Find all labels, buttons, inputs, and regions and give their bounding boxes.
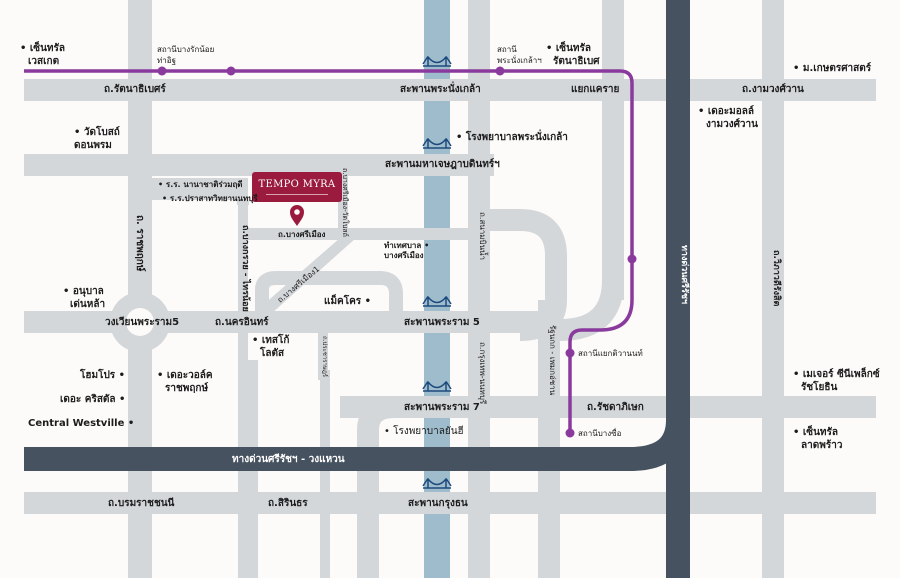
road-makro-curve <box>255 271 403 330</box>
road-ratanathibet <box>24 79 876 101</box>
metro-stations <box>157 66 637 438</box>
poi-wat-bot-don-phrom[interactable]: วัดโบสถ์ <box>74 126 120 139</box>
logo-underline <box>266 194 328 195</box>
road-maha-chesadabodindranusorn <box>24 154 494 176</box>
poi-kasetsart[interactable]: ม.เกษตรศาสตร์ <box>793 62 871 75</box>
road-sanambinnam-loop <box>478 209 567 341</box>
station-label-yaek-tiwanon: สถานีแยกติวานนท์ <box>578 349 643 358</box>
station-dot-icon[interactable] <box>226 66 236 76</box>
bridge-icon <box>422 296 452 307</box>
road-label-krung-thon-bridge: สะพานกรุงธน <box>408 498 468 509</box>
road-label-borommaratchachonnani: ถ.บรมราชชนนี <box>108 498 175 509</box>
poi-school-prasat[interactable]: ร.ร.ปราสาทวิทยานนทบุรี <box>162 193 258 204</box>
road-borommaratchachonnani <box>24 492 876 514</box>
poi-major-cineplex-ratchayothin-2: รัชโยธิน <box>801 382 838 393</box>
tempo-myra-logo[interactable]: TEMPO MYRA <box>252 172 342 202</box>
road-pracharat-low <box>320 370 330 578</box>
bridges <box>422 56 452 489</box>
road-label-pracharat: ถ.ประชาราษฎร์ <box>321 336 328 378</box>
roads <box>24 0 876 578</box>
road-label-ratchadaphisek: ถ.รัชดาภิเษก <box>587 402 644 413</box>
road-khae-rai-loop <box>559 180 624 341</box>
road-label-ratchaphruek: ถ. ราชพฤกษ์ <box>134 215 145 272</box>
poi-central-westgate-2: เวสเกต <box>28 56 60 67</box>
poi-the-crystal[interactable]: เดอะ คริสตัล <box>60 393 125 406</box>
purple-line-metro <box>24 69 634 434</box>
station-dot-icon[interactable] <box>565 428 575 438</box>
poi-central-ladprao-2: ลาดพร้าว <box>801 440 843 451</box>
road-label-si-rat-wongwaen: ทางด่วนศรีรัชฯ - วงแหวน <box>232 454 345 465</box>
bridge-icon <box>422 478 452 489</box>
poi-tesco-lotus-2: โลตัส <box>260 348 285 359</box>
road-pracharat-left <box>318 330 328 380</box>
poi-central-ladprao[interactable]: เซ็นทรัล <box>793 426 838 439</box>
roundabout-center <box>126 308 154 336</box>
poi-the-walk-ratchaphruek[interactable]: เดอะวอล์ค <box>157 369 213 382</box>
poi-bang-si-mueang-municipality[interactable]: ทำเทศบาล <box>384 240 429 251</box>
road-label-si-rat-expressway: ทางด่วนศรีรัชฯ <box>679 245 689 304</box>
expressway-si-rat-vertical <box>666 0 690 578</box>
road-label-wongwian-rama5: วงเวียนพระราม5 <box>105 317 180 328</box>
road-bang-kruai-sai-noi <box>238 200 248 578</box>
expressway <box>24 0 690 578</box>
poi-wat-bot-don-phrom-2: ดอนพรม <box>74 140 112 151</box>
road-label-bang-si-mueang: ถ.บางศรีเมือง <box>278 230 326 239</box>
poi-makro[interactable]: แม็คโคร <box>324 295 371 308</box>
road-label-bang-kruai-sai-noi: ถ.บางกรวย - ไทรน้อย <box>240 225 250 312</box>
road-label-nakhon-in: ถ.นครอินทร์ <box>215 317 269 328</box>
poi-phra-nang-klao-hospital[interactable]: โรงพยาบาลพระนั่งเกล้า <box>456 131 568 144</box>
poi-the-mall-ngamwongwan[interactable]: เดอะมอลล์ <box>698 105 754 118</box>
expressway-si-rat-wongwaen <box>24 419 690 471</box>
road-bang-si-mueang <box>248 228 478 240</box>
poi-the-mall-ngamwongwan-2: งามวงศ์วาน <box>706 119 759 130</box>
station-label-phra-nang-klao-2: พระนั่งเกล้าฯ <box>497 56 542 65</box>
location-pin-icon[interactable] <box>290 205 304 226</box>
poi-bang-si-mueang-municipality-2: บางศรีเมือง <box>384 251 424 260</box>
road-bang-si-mueang-wat-bot <box>338 165 348 235</box>
station-dot-icon[interactable] <box>627 254 637 264</box>
road-label-bang-si-mueang-wat-bot: ถ.บางศรีเมือง-วัดโบสถ์ <box>341 168 349 237</box>
poi-school-nanachat[interactable]: ร.ร. นานาชาติร่วมฤดี <box>158 179 243 190</box>
station-label-phra-nang-klao-1: สถานี <box>497 45 517 54</box>
poi-central-westgate[interactable]: เซ็นทรัล <box>20 42 65 55</box>
road-label-rama7-bridge: สะพานพระราม 7 <box>404 402 480 413</box>
poi-homepro[interactable]: โฮมโปร <box>80 369 125 382</box>
bridge-icon <box>422 138 452 149</box>
poi-yanhee-hospital[interactable]: โรงพยาบาลยันฮี <box>384 425 464 438</box>
station-dot-icon[interactable] <box>157 66 167 76</box>
road-label-vibhavadi: ถ.วิภาวดีรังสิต <box>771 250 781 307</box>
station-label-bang-rak-noi-tha-it: สถานีบางรักน้อยท่าอิฐ <box>157 45 215 65</box>
road-rama7-curve <box>357 396 396 578</box>
road-label-maha-chesadabodindranusorn: สะพานมหาเจษฎาบดินทร์ฯ <box>385 159 500 170</box>
logo-text: TEMPO MYRA <box>258 179 336 190</box>
road-label-khae-rai: แยกแคราย <box>571 84 620 95</box>
poi-central-westville[interactable]: Central Westville <box>28 417 134 430</box>
road-label-sirindhorn: ถ.สิรินธร <box>268 498 308 509</box>
road-label-krungthep-nonthaburi: ถ.กรุงเทพ-นนทบุรี <box>478 342 487 405</box>
poi-anuban-ton-la-2: เด่นหล้า <box>70 299 106 310</box>
bridge-icon <box>422 381 452 392</box>
road-label-ngamwongwan: ถ.งามวงศ์วาน <box>742 84 804 95</box>
road-sanambinnam <box>468 0 490 578</box>
poi-anuban-ton-la[interactable]: อนุบาล <box>63 285 104 298</box>
road-label-prachachuen: รัฐนกก - เพมกอ่ชาน <box>548 325 557 396</box>
road-vibhavadi <box>762 0 784 578</box>
road-label-ratanathibet: ถ.รัตนาธิเบศร์ <box>104 84 166 95</box>
road-label-phra-nang-klao-bridge: สะพานพระนั่งเกล้า <box>400 84 481 95</box>
poi-central-rattanathibet[interactable]: เซ็นทรัล <box>546 42 591 55</box>
poi-tesco-lotus[interactable]: เทสโก้ <box>252 334 290 347</box>
station-dot-icon[interactable] <box>565 348 575 358</box>
poi-major-cineplex-ratchayothin[interactable]: เมเจอร์ ซีนีเพล็กซ์ <box>793 368 880 381</box>
road-label-rama5-bridge: สะพานพระราม 5 <box>404 317 480 328</box>
road-label-sanambinnam: ถ.สนามบินน้ำ <box>478 212 487 261</box>
poi-the-walk-ratchaphruek-2: ราชพฤกษ์ <box>165 383 209 394</box>
station-label-bang-sue: สถานีบางซื่อ <box>578 429 622 438</box>
bridge-icon <box>422 56 452 67</box>
station-dot-icon[interactable] <box>495 66 505 76</box>
poi-central-rattanathibet-2: รัตนาธิเบศ <box>553 56 600 67</box>
road-rama7 <box>340 396 876 418</box>
